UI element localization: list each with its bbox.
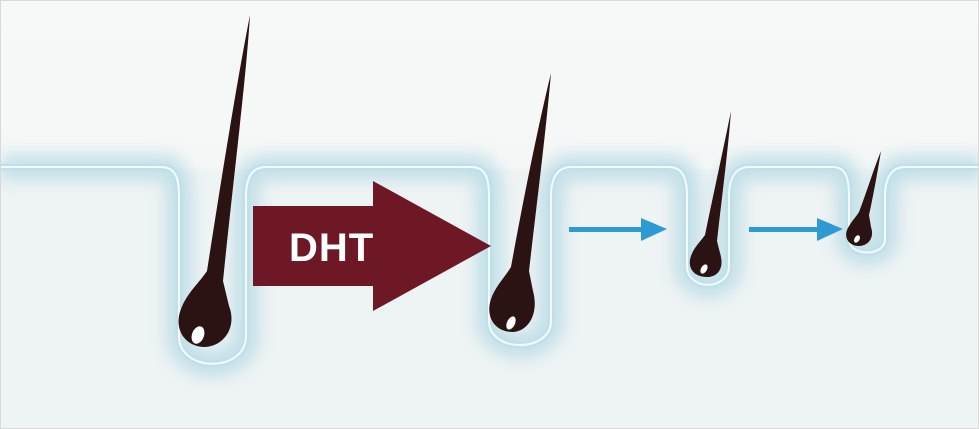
arrow-right-icon: DHT	[253, 181, 491, 311]
arrow-right-icon	[569, 218, 667, 241]
hair-bulb-papilla	[854, 235, 860, 243]
hair-shaft	[689, 111, 731, 277]
hair-follicle-icon	[489, 73, 551, 332]
dht-label: DHT	[289, 226, 374, 270]
hair-follicle-icon	[846, 151, 881, 246]
hair-bulb-papilla	[191, 326, 205, 344]
hair-shaft	[178, 15, 250, 347]
hair-shaft	[489, 73, 551, 332]
hair-follicle-icon	[689, 111, 731, 277]
skin-layer	[1, 154, 978, 428]
arrow-right-icon	[749, 218, 843, 241]
dht-arrow	[253, 181, 491, 311]
hair-follicle-icon	[178, 15, 250, 347]
hair-bulb-papilla	[700, 264, 708, 274]
hair-bulb-papilla	[506, 316, 516, 330]
hair-shaft	[846, 151, 881, 246]
